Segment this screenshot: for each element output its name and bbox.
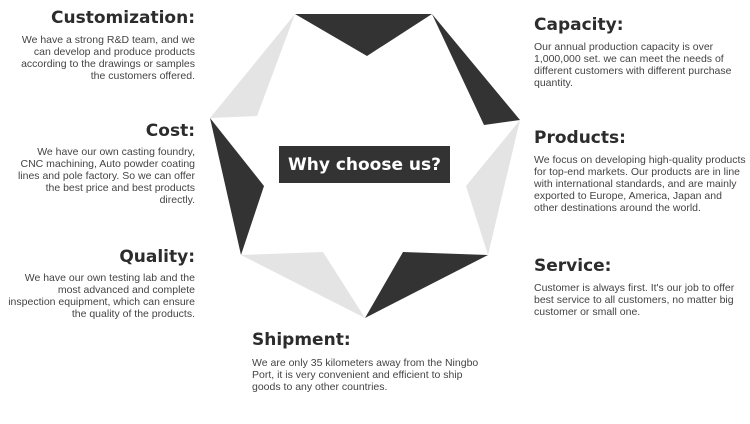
customization-text: We have a strong R&D team, and we can de… <box>21 34 195 82</box>
service-block: Service: Customer is always first. It's … <box>534 255 746 318</box>
segment-cost <box>210 118 264 255</box>
capacity-text: Our annual production capacity is over 1… <box>534 41 732 89</box>
quality-title: Quality: <box>119 247 195 267</box>
quality-block: Quality: We have our own testing lab and… <box>8 246 195 320</box>
cost-block: Cost: We have our own casting foundry, C… <box>14 120 195 206</box>
center-title-box: Why choose us? <box>279 146 450 183</box>
shipment-block: Shipment: We are only 35 kilometers away… <box>252 329 484 393</box>
center-title: Why choose us? <box>287 154 442 175</box>
shipment-text: We are only 35 kilometers away from the … <box>252 357 479 393</box>
customization-block: Customization: We have a strong R&D team… <box>14 7 195 82</box>
cost-text: We have our own casting foundry, CNC mac… <box>17 146 195 206</box>
products-text: We focus on developing high-quality prod… <box>534 154 746 214</box>
segment-products <box>466 120 520 255</box>
capacity-block: Capacity: Our annual production capacity… <box>534 14 742 89</box>
quality-text: We have our own testing lab and the most… <box>8 272 195 320</box>
segment-capacity <box>432 14 520 125</box>
service-title: Service: <box>534 256 612 276</box>
customization-title: Customization: <box>51 8 195 28</box>
segment-service <box>365 252 488 318</box>
service-text: Customer is always first. It's our job t… <box>534 282 735 318</box>
products-title: Products: <box>534 128 626 148</box>
segment-shipment <box>241 252 365 318</box>
cost-title: Cost: <box>145 121 195 141</box>
capacity-title: Capacity: <box>534 15 624 35</box>
products-block: Products: We focus on developing high-qu… <box>534 127 746 214</box>
segment-top <box>295 14 432 56</box>
segment-customization <box>210 14 295 118</box>
shipment-title: Shipment: <box>252 330 351 350</box>
